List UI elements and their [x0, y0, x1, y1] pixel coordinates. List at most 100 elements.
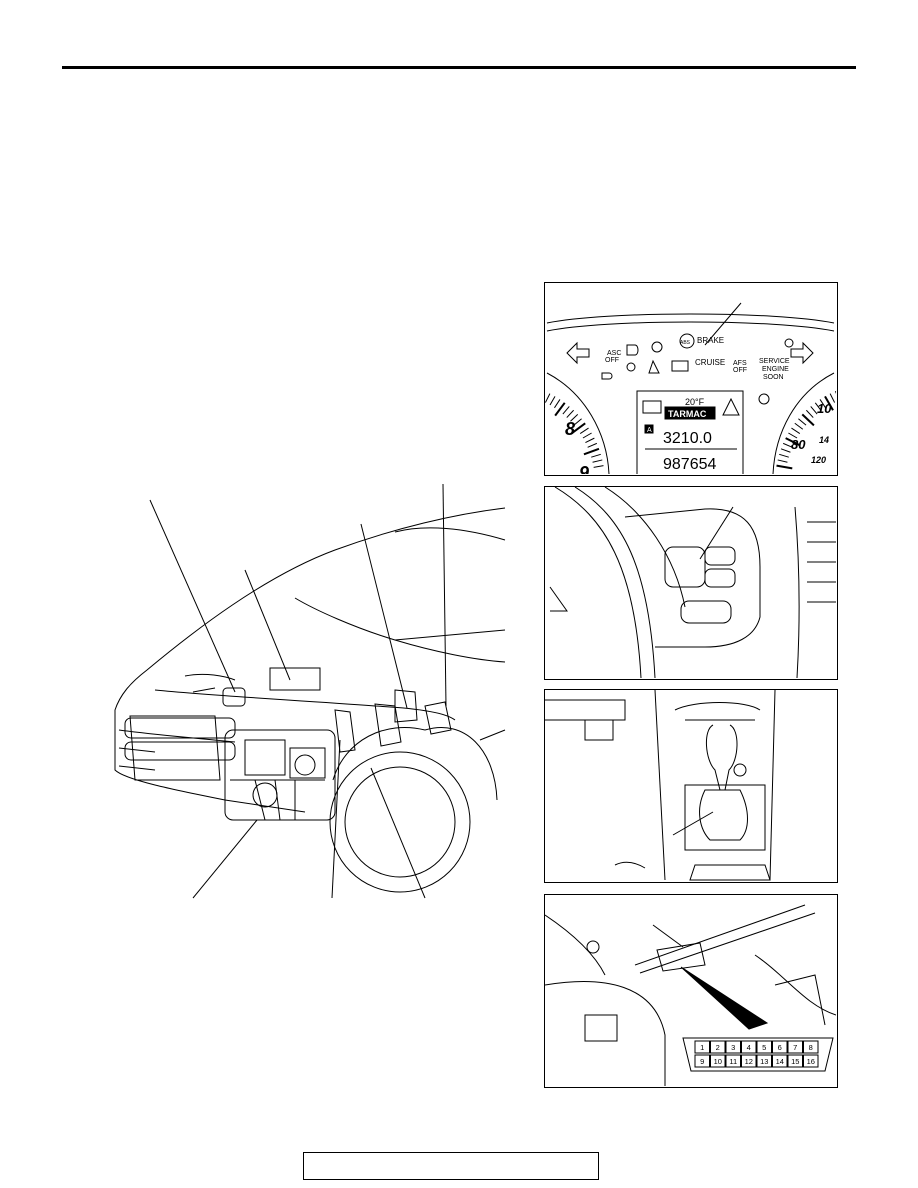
headlamp-icon [626, 344, 639, 356]
drive-mode-label: TARMAC [668, 409, 707, 419]
charging-warning-icon [671, 360, 689, 372]
gauge-tick [549, 396, 556, 406]
gauge-tick [788, 432, 798, 439]
dlc-pin-number: 8 [809, 1043, 813, 1052]
abs-label: ABS [680, 340, 691, 346]
dlc-pin-number: 3 [731, 1043, 735, 1052]
trip-meter-value: 3210.0 [663, 430, 712, 447]
gauge-tick [579, 427, 589, 434]
turn-signal-right-icon [790, 341, 814, 365]
gauge-tick [798, 418, 807, 426]
panel-shift-lever [544, 689, 838, 883]
tach-label-8: 8 [565, 419, 575, 439]
dlc-pin-diagram [682, 1037, 834, 1072]
turn-signal-left-icon [566, 341, 590, 365]
gauge-tick [810, 406, 818, 415]
dlc-pin-number: 2 [716, 1043, 720, 1052]
speedo-label-10: 10 [817, 401, 832, 416]
dlc-pin-number: 6 [778, 1043, 782, 1052]
leader-line-3 [360, 523, 408, 709]
gauge-tick [777, 459, 788, 463]
dlc-pin-number: 9 [700, 1057, 704, 1066]
dlc-pin-number: 11 [729, 1057, 737, 1066]
front-wheel [329, 751, 471, 893]
dlc-pin-number: 5 [762, 1043, 766, 1052]
tach-label-9: 9 [579, 463, 589, 474]
drive-mode-icon [642, 400, 662, 414]
leader-line-6 [331, 739, 341, 899]
gauge-tick [779, 453, 789, 458]
gauge-tick [801, 413, 815, 427]
speedo-label-120: 120 [811, 455, 826, 465]
tpms-warning-icon [758, 393, 770, 405]
abs-warning-icon [679, 333, 695, 349]
gauge-tick [573, 418, 582, 426]
speedo-label-14: 14 [819, 435, 829, 445]
gauge-tick [791, 427, 801, 434]
dlc-pin-number: 13 [760, 1057, 768, 1066]
steering-wheel-rim [554, 487, 642, 678]
dlc-pin-cell [787, 1040, 803, 1054]
gauge-tick [592, 459, 603, 463]
cruise-indicator-leader [704, 302, 742, 346]
dlc-pin-cell [772, 1054, 788, 1068]
tachometer-arc [546, 372, 610, 474]
dlc-pin-cell [787, 1054, 803, 1068]
gauge-tick [829, 393, 836, 403]
leader-line-5 [192, 819, 258, 899]
warning-triangle-icon [722, 397, 740, 416]
multi-information-display [636, 390, 744, 474]
gauge-tick [806, 409, 814, 418]
leader-line-1 [149, 499, 236, 693]
gauge-tick [571, 422, 586, 434]
connector-leader-line [652, 924, 684, 948]
car-body-outline [114, 507, 506, 893]
dlc-pin-cell [803, 1040, 819, 1054]
gauge-tick [570, 414, 579, 422]
gauge-tick [583, 447, 600, 456]
seatbelt-warning-icon [648, 359, 660, 374]
airbag-emblem [549, 586, 568, 612]
cruise-switch-upper [664, 546, 706, 588]
dlc-pin-number: 4 [747, 1043, 751, 1052]
gauge-tick [554, 402, 566, 417]
shift-leader-line [672, 811, 714, 836]
cruise-switch-lower [680, 600, 732, 624]
speedo-label-80: 80 [791, 437, 806, 452]
dlc-pin-number: 1 [700, 1043, 704, 1052]
gauge-tick [591, 453, 601, 458]
gauge-tick [785, 437, 801, 447]
dlc-pin-cell [756, 1040, 772, 1054]
shift-boot [699, 789, 748, 841]
dlc-pin-number: 15 [791, 1057, 799, 1066]
gauge-tick [776, 464, 793, 470]
gauge-tick [814, 402, 822, 412]
switch-leader-line [699, 506, 734, 560]
gauge-tick [582, 432, 592, 439]
dlc-pin-cell [772, 1040, 788, 1054]
dlc-pin-cell [694, 1040, 710, 1054]
gauge-tick [782, 442, 793, 448]
dlc-pin-cell [725, 1040, 741, 1054]
gauge-tick [545, 393, 551, 403]
cruise-switch-right-top [704, 546, 736, 566]
connector-callout-wedge [680, 966, 769, 1030]
dlc-pin-cell [803, 1054, 819, 1068]
footer-box [303, 1152, 599, 1180]
fog-lamp-icon [651, 341, 663, 353]
dlc-pin-number: 14 [776, 1057, 784, 1066]
outside-temperature: 20°F [685, 397, 705, 407]
dlc-pin-number: 12 [745, 1057, 753, 1066]
panel-steering-wheel-switch [544, 486, 838, 680]
gauge-tick [780, 448, 791, 453]
gauge-tick [794, 422, 804, 430]
header-rule [62, 66, 856, 69]
brake-indicator-label: BRAKE [697, 336, 724, 345]
airbag-warning-icon [784, 338, 794, 348]
gauge-tick [593, 465, 604, 468]
position-lamp-icon [626, 362, 636, 372]
engine-compartment-part [269, 667, 321, 691]
